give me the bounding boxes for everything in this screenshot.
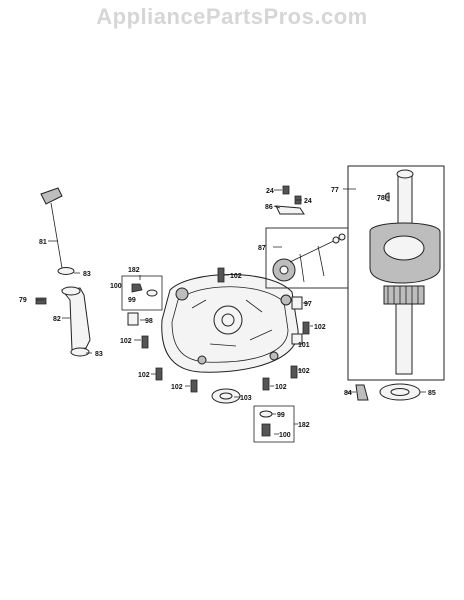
crank-journal	[383, 235, 425, 261]
callout-102g: 102	[275, 384, 287, 391]
watermark: AppliancePartsPros.com	[96, 4, 368, 29]
crankshaft-top-end	[396, 169, 414, 179]
governor-group	[265, 227, 349, 289]
callout-79: 79	[19, 297, 27, 304]
key-84	[355, 384, 369, 401]
callout-182b: 182	[298, 422, 310, 429]
callout-102f: 102	[171, 384, 183, 391]
screw-24a	[282, 185, 290, 195]
bolt-102-b	[141, 335, 149, 349]
bracket	[275, 205, 305, 215]
bolt-100-lower	[261, 423, 271, 437]
callout-102c: 102	[314, 324, 326, 331]
callout-98: 98	[145, 318, 153, 325]
callout-24b: 24	[304, 198, 312, 205]
callout-99b: 99	[277, 412, 285, 419]
sump-group	[161, 274, 299, 373]
bolt-102-g	[290, 365, 298, 379]
bolt-washer-box-upper	[121, 275, 163, 311]
crankshaft-group	[347, 165, 445, 381]
callout-81: 81	[39, 239, 47, 246]
washer-99-lower	[259, 410, 273, 418]
dowel-98	[127, 312, 139, 326]
callout-82: 82	[53, 316, 61, 323]
callout-85: 85	[428, 390, 436, 397]
o-ring-upper	[57, 267, 75, 275]
washer-99-upper	[146, 289, 158, 297]
dowel-97	[291, 296, 303, 310]
callout-102e: 102	[298, 368, 310, 375]
callout-102b: 102	[120, 338, 132, 345]
callout-97: 97	[304, 301, 312, 308]
screw	[35, 297, 47, 305]
callout-24a: 24	[266, 188, 274, 195]
callout-87: 87	[258, 245, 266, 252]
callout-101: 101	[298, 342, 310, 349]
bolt-102-f	[262, 377, 270, 391]
callout-182a: 182	[128, 267, 140, 274]
callout-86: 86	[265, 204, 273, 211]
callout-84: 84	[344, 390, 352, 397]
callout-83a: 83	[83, 271, 91, 278]
callout-100a: 100	[110, 283, 122, 290]
dipstick-group	[35, 187, 91, 357]
crankshaft-lower-shaft	[395, 303, 413, 375]
callout-99a: 99	[128, 297, 136, 304]
dipstick-tube	[61, 287, 91, 351]
bolt-102-e	[190, 379, 198, 393]
bolt-102-c	[302, 321, 310, 335]
dipstick-cap	[40, 187, 63, 205]
callout-103: 103	[240, 395, 252, 402]
callout-78: 78	[377, 195, 385, 202]
callout-100b: 100	[279, 432, 291, 439]
governor-box	[265, 227, 349, 289]
callout-77: 77	[331, 187, 339, 194]
o-ring-lower	[70, 347, 90, 357]
bolt-102-d	[155, 367, 163, 381]
bolt-100-upper	[131, 283, 143, 293]
callout-102a: 102	[230, 273, 242, 280]
callout-102d: 102	[138, 372, 150, 379]
bolt-102-a	[217, 267, 225, 283]
dipstick-rod	[50, 202, 63, 269]
callout-83b: 83	[95, 351, 103, 358]
